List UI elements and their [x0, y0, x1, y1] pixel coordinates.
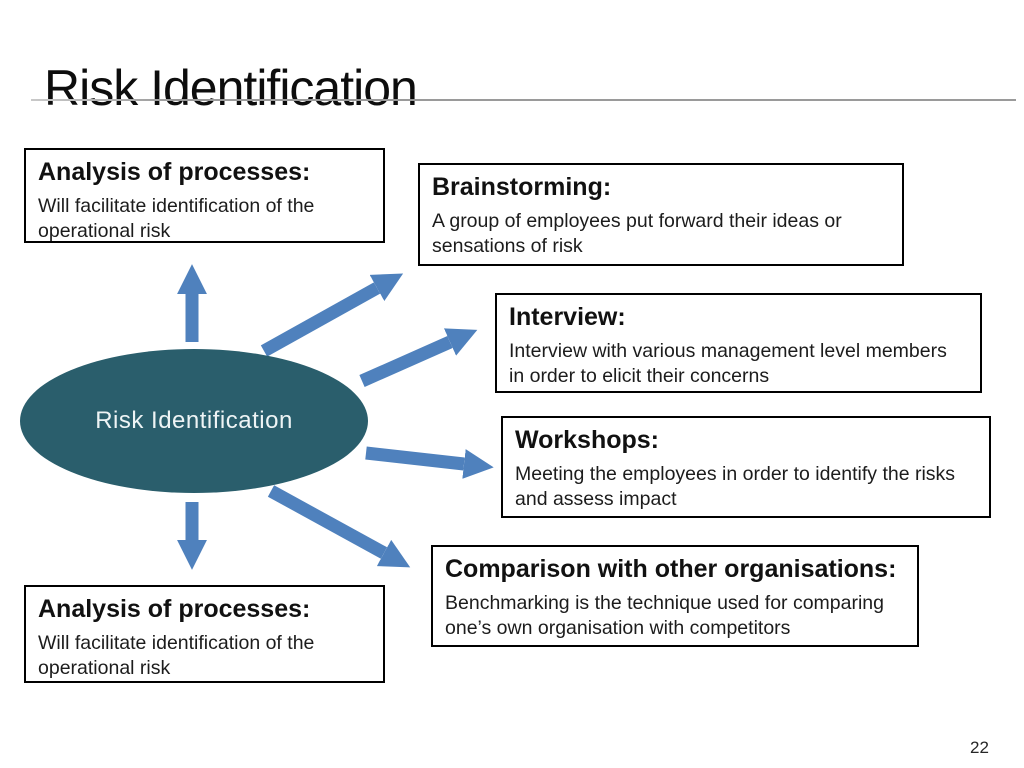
box-comparison-with-other-organisations: Comparison with other organisations: Ben…: [431, 545, 919, 647]
arrow-to-workshops: [365, 446, 494, 479]
box-brainstorming: Brainstorming: A group of employees put …: [418, 163, 904, 266]
box-workshops: Workshops: Meeting the employees in orde…: [501, 416, 991, 518]
box-heading: Brainstorming:: [432, 173, 612, 201]
box-heading: Analysis of processes:: [38, 595, 311, 623]
box-heading: Comparison with other organisations:: [445, 555, 897, 583]
box-body: Benchmarking is the technique used for c…: [445, 591, 884, 639]
box-analysis-of-processes-bottom: Analysis of processes: Will facilitate i…: [24, 585, 385, 683]
box-body: Meeting the employees in order to identi…: [515, 462, 956, 510]
title-divider: [31, 99, 1016, 101]
box-analysis-of-processes-top: Analysis of processes: Will facilitate i…: [24, 148, 385, 243]
arrow-to-brainstorming: [260, 273, 404, 357]
box-heading: Interview:: [509, 303, 626, 331]
box-body: Will facilitate identification of the op…: [38, 631, 315, 679]
box-heading: Analysis of processes:: [38, 158, 311, 186]
box-body: Will facilitate identification of the op…: [38, 194, 315, 242]
center-node-ellipse: Risk Identification: [20, 349, 368, 493]
page-number: 22: [970, 738, 989, 757]
page-title: Risk Identification: [44, 59, 418, 116]
box-interview: Interview: Interview with various manage…: [495, 293, 982, 393]
box-heading: Workshops:: [515, 426, 659, 454]
box-body: Interview with various management level …: [509, 339, 947, 387]
arrow-to-interview: [359, 328, 478, 387]
center-node-label: Risk Identification: [95, 407, 293, 434]
arrow-to-comparison: [267, 485, 411, 568]
box-body: A group of employees put forward their i…: [432, 209, 842, 257]
